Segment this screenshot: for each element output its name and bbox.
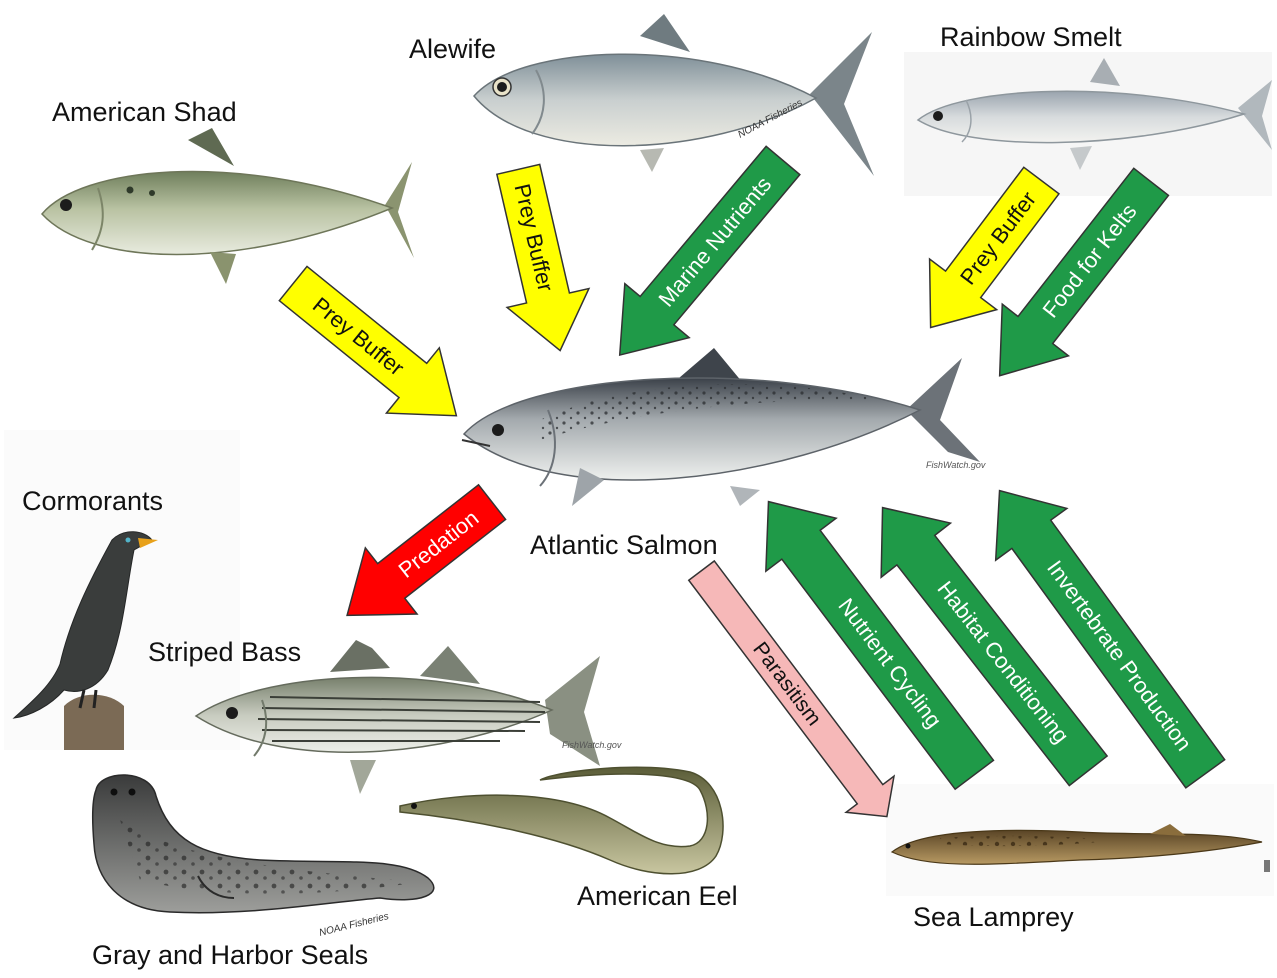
label-rainbow-smelt: Rainbow Smelt [940, 22, 1122, 53]
atlantic-salmon-illustration [462, 348, 980, 506]
arrow-label-food-for-kelts: Food for Kelts [1038, 199, 1142, 322]
salmon-credit: FishWatch.gov [926, 460, 986, 470]
label-striped-bass: Striped Bass [148, 637, 301, 668]
arrow-predation: Predation [321, 469, 518, 648]
label-gray-and-harbor-seals: Gray and Harbor Seals [92, 940, 368, 971]
american-shad-illustration [42, 128, 414, 284]
alewife-illustration [474, 14, 874, 176]
arrow-label-nutrient-cycling: Nutrient Cycling [833, 593, 946, 732]
label-atlantic-salmon: Atlantic Salmon [530, 530, 718, 561]
label-sea-lamprey: Sea Lamprey [913, 902, 1074, 933]
arrow-label-marine-nutrients: Marine Nutrients [653, 172, 776, 312]
seals-credit: NOAA Fisheries [318, 911, 390, 939]
label-american-shad: American Shad [52, 97, 237, 128]
american-eel-illustration [400, 767, 723, 873]
rainbow-smelt-illustration [904, 52, 1272, 196]
arrow-alewife-prey-buffer: Prey Buffer [477, 160, 601, 360]
arrow-alewife-marine-nutrients: Marine Nutrients [588, 133, 816, 382]
label-alewife: Alewife [409, 34, 496, 65]
cormorant-illustration [4, 430, 240, 750]
striped-bass-credit: FishWatch.gov [562, 740, 622, 750]
arrow-shad-prey-buffer: Prey Buffer [267, 251, 483, 448]
label-american-eel: American Eel [577, 881, 738, 912]
sea-lamprey-illustration [886, 784, 1274, 896]
seal-illustration [93, 775, 434, 913]
arrow-label-parasitism: Parasitism [748, 638, 825, 730]
label-cormorants: Cormorants [22, 486, 163, 517]
